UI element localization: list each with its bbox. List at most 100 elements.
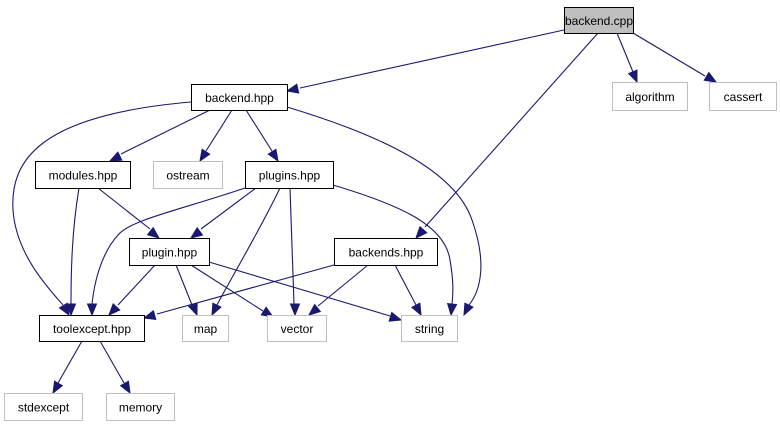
node-box [401, 315, 458, 342]
arrowhead-icon [267, 148, 279, 163]
arrowhead-icon [388, 311, 403, 322]
arrowhead-icon [415, 225, 428, 239]
nodes-layer: backend.cpp algorithm cassert backend.hpp mo… [4, 7, 777, 421]
edge-backend-hpp-to-toolexcept-hpp [12, 101, 192, 317]
node-box [334, 238, 438, 266]
edge-backends-hpp-to-string [394, 264, 422, 317]
edge-plugin-hpp-to-string [208, 261, 403, 322]
node-label: ostream [166, 169, 209, 183]
arrowhead-icon [463, 302, 474, 317]
edge-modules-hpp-to-toolexcept-hpp [65, 187, 80, 317]
arrowhead-icon [411, 302, 422, 317]
edge-plugins-hpp-to-plugin-hpp [189, 187, 257, 239]
arrowhead-icon [52, 380, 64, 395]
edge-line [200, 187, 257, 230]
arrowhead-icon [285, 83, 300, 94]
edge-line [424, 32, 599, 228]
edge-line [99, 340, 125, 384]
node-box [245, 161, 334, 189]
edge-toolexcept-hpp-to-memory [99, 340, 131, 395]
edge-line [332, 184, 454, 305]
node-plugin-hpp[interactable]: plugin.hpp [129, 238, 210, 266]
edge-line [299, 29, 565, 89]
edge-line [175, 264, 193, 306]
node-label: vector [281, 322, 314, 336]
edge-plugin-hpp-to-toolexcept-hpp [108, 264, 156, 316]
node-box [129, 238, 210, 266]
arrowhead-icon [199, 148, 211, 163]
node-label: cassert [724, 90, 763, 104]
edge-plugin-hpp-to-vector [190, 264, 275, 318]
edge-line [205, 109, 233, 152]
node-label: backends.hpp [349, 246, 424, 260]
node-string: string [401, 315, 458, 342]
edge-line [97, 187, 151, 230]
node-ostream: ostream [153, 161, 223, 189]
node-plugins-hpp[interactable]: plugins.hpp [245, 161, 334, 189]
node-box [267, 315, 327, 342]
edge-plugins-hpp-to-vector [289, 187, 301, 317]
node-label: toolexcept.hpp [53, 322, 131, 336]
edge-backend-hpp-to-plugins-hpp [245, 109, 279, 163]
edge-line [156, 264, 335, 315]
edge-line [632, 32, 706, 77]
node-box [4, 393, 83, 421]
node-backend-hpp[interactable]: backend.hpp [191, 84, 288, 111]
arrowhead-icon [119, 380, 131, 395]
edge-backend-hpp-to-modules-hpp [108, 109, 211, 162]
node-map: map [182, 315, 229, 342]
edge-line [317, 264, 369, 307]
edge-line [616, 32, 634, 73]
arrowhead-icon [108, 151, 123, 162]
arrowhead-icon [187, 302, 198, 317]
arrowhead-icon [189, 226, 204, 239]
edge-backend-cpp-to-backends-hpp [415, 32, 599, 239]
edge-line [208, 261, 391, 317]
node-modules-hpp[interactable]: modules.hpp [35, 161, 131, 189]
edge-line [91, 187, 246, 305]
edge-backends-hpp-to-vector [307, 264, 369, 316]
node-backend-cpp[interactable]: backend.cpp [564, 7, 634, 34]
arrowhead-icon [108, 302, 121, 316]
node-box [35, 161, 131, 189]
edge-backend-cpp-to-backend-hpp [285, 29, 565, 94]
arrowhead-icon [627, 69, 638, 84]
node-box [564, 7, 634, 34]
edge-line [286, 106, 482, 306]
node-backends-hpp[interactable]: backends.hpp [334, 238, 438, 266]
edge-line [117, 264, 156, 306]
arrowhead-icon [289, 303, 301, 317]
edge-plugin-hpp-to-map [175, 264, 198, 317]
node-stdexcept: stdexcept [4, 393, 83, 421]
node-label: backend.hpp [205, 91, 274, 105]
arrowhead-icon [65, 303, 77, 317]
arrowhead-icon [307, 303, 322, 316]
edge-modules-hpp-to-plugin-hpp [97, 187, 161, 239]
node-label: string [415, 322, 444, 336]
edge-backend-cpp-to-algorithm [616, 32, 638, 84]
edge-toolexcept-hpp-to-stdexcept [52, 340, 83, 395]
node-toolexcept-hpp[interactable]: toolexcept.hpp [39, 315, 145, 342]
edge-backend-hpp-to-string [286, 106, 482, 317]
edge-plugins-hpp-to-toolexcept-hpp [86, 187, 246, 317]
edge-backend-cpp-to-cassert [632, 32, 718, 83]
node-label: backend.cpp [565, 14, 633, 28]
arrowhead-icon [146, 226, 161, 239]
edge-backend-hpp-to-ostream [199, 109, 233, 163]
edge-line [12, 101, 192, 306]
node-label: plugin.hpp [142, 246, 198, 260]
node-box [612, 82, 688, 111]
arrowhead-icon [86, 303, 98, 317]
node-box [182, 315, 229, 342]
node-box [191, 84, 288, 111]
node-label: map [194, 322, 218, 336]
node-box [709, 82, 777, 111]
edge-backends-hpp-to-toolexcept-hpp [142, 264, 335, 320]
node-memory: memory [106, 393, 175, 421]
edge-line [120, 109, 211, 155]
edge-line [70, 187, 80, 305]
node-label: algorithm [625, 90, 674, 104]
node-box [153, 161, 223, 189]
edge-line [394, 264, 417, 306]
